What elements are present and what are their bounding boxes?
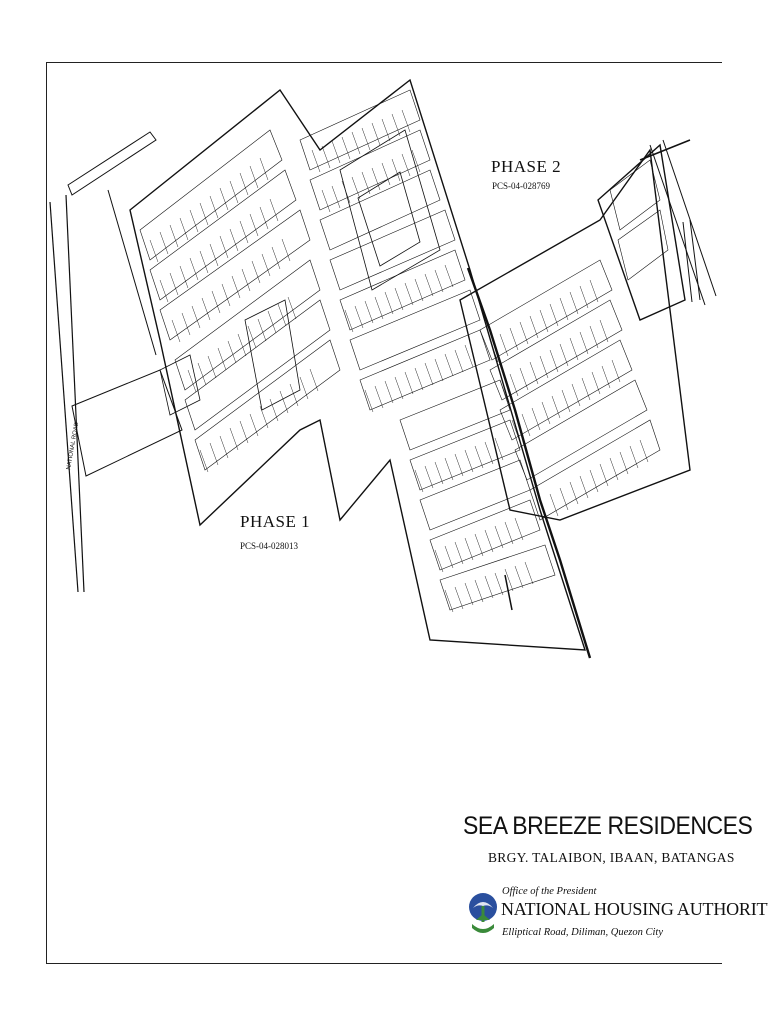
nha-logo-icon — [469, 893, 497, 933]
phase-boundary — [466, 139, 691, 659]
phase-1-code: PCS-04-028013 — [240, 541, 299, 551]
phase-1-title: PHASE 1 — [240, 512, 311, 531]
national-road: NATIONAL ROAD — [49, 194, 85, 593]
agency-name: NATIONAL HOUSING AUTHORITY — [501, 899, 768, 919]
access-road — [67, 131, 183, 477]
project-location: BRGY. TALAIBON, IBAAN, BATANGAS — [488, 850, 735, 865]
agency-address: Elliptical Road, Diliman, Quezon City — [502, 927, 663, 938]
lot-blocks — [139, 89, 669, 611]
phase-2-road — [649, 139, 717, 306]
open-space — [159, 129, 441, 416]
phase-1-outline — [129, 78, 586, 651]
phase-2-title: PHASE 2 — [491, 157, 562, 176]
sheet-border — [46, 62, 722, 964]
project-name: SEA BREEZE RESIDENCES — [463, 812, 753, 840]
office-label: Office of the President — [502, 886, 597, 897]
lot-lines — [149, 109, 649, 613]
phase-2-code: PCS-04-028769 — [492, 181, 551, 191]
phase-2-outline — [459, 143, 691, 521]
